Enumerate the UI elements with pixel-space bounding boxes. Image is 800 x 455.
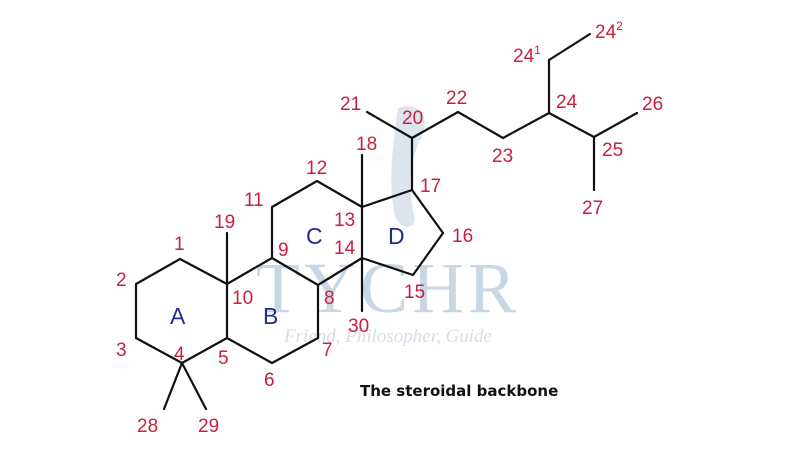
atom-label-7: 7 bbox=[322, 340, 333, 361]
atom-label-27: 27 bbox=[582, 198, 603, 219]
atom-label-17: 17 bbox=[420, 176, 441, 197]
watermark-text: TYCHR bbox=[256, 248, 520, 328]
atom-label-18: 18 bbox=[356, 134, 377, 155]
atom-label-5: 5 bbox=[218, 348, 229, 369]
atom-label-29: 29 bbox=[198, 416, 219, 437]
atom-label-24-1: 241 bbox=[513, 43, 541, 67]
atom-label-11: 11 bbox=[244, 190, 264, 211]
atom-label-13: 13 bbox=[334, 210, 355, 231]
atom-label-3: 3 bbox=[116, 340, 127, 361]
atom-label-24-2: 242 bbox=[595, 19, 623, 43]
ring-labels: A B C D bbox=[170, 223, 405, 329]
atom-label-30: 30 bbox=[348, 316, 369, 337]
atom-label-15: 15 bbox=[404, 282, 425, 303]
atom-label-2: 2 bbox=[116, 270, 127, 291]
atom-label-1: 1 bbox=[174, 234, 185, 255]
atom-label-20: 20 bbox=[402, 108, 423, 129]
diagram-caption: The steroidal backbone bbox=[360, 382, 559, 400]
ring-label-b: B bbox=[263, 303, 278, 329]
atom-label-16: 16 bbox=[452, 226, 473, 247]
atom-label-22: 22 bbox=[446, 88, 467, 109]
ring-label-c: C bbox=[306, 223, 323, 249]
ring-label-a: A bbox=[170, 303, 186, 329]
atom-label-10: 10 bbox=[232, 288, 253, 309]
atom-label-8: 8 bbox=[324, 288, 335, 309]
atom-label-12: 12 bbox=[306, 158, 327, 179]
atom-label-14: 14 bbox=[334, 238, 356, 259]
atom-label-26: 26 bbox=[642, 94, 663, 115]
atom-label-23: 23 bbox=[492, 146, 513, 167]
atom-label-28: 28 bbox=[137, 416, 158, 437]
atom-label-24: 24 bbox=[556, 92, 578, 113]
atom-label-6: 6 bbox=[264, 370, 275, 391]
atom-label-21: 21 bbox=[340, 94, 361, 115]
atom-label-25: 25 bbox=[602, 140, 623, 161]
watermark-tagline: Friend, Philosopher, Guide bbox=[283, 326, 492, 347]
watermark: TYCHR Friend, Philosopher, Guide bbox=[256, 106, 520, 347]
atom-label-4: 4 bbox=[174, 344, 185, 365]
atom-labels: 1 2 3 4 5 6 7 8 9 10 11 12 13 14 15 16 1… bbox=[116, 19, 663, 437]
atom-label-19: 19 bbox=[214, 212, 235, 233]
bond-skeleton bbox=[134, 32, 639, 411]
ring-label-d: D bbox=[388, 223, 405, 249]
atom-label-9: 9 bbox=[278, 240, 289, 261]
